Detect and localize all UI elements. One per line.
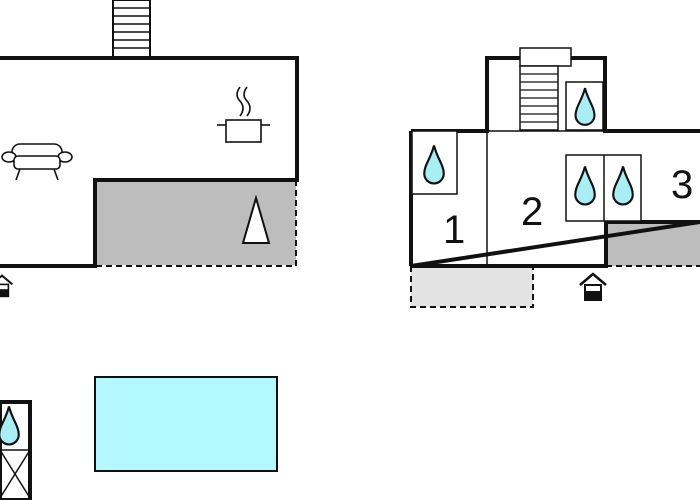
bedroom-floor-plan: 1 2 3	[409, 47, 700, 308]
stairs-icon	[519, 47, 572, 131]
sofa-icon	[1, 143, 73, 181]
fireplace-icon	[241, 194, 271, 244]
pool-and-bath-area	[0, 376, 278, 500]
room-number-2: 2	[521, 190, 543, 234]
swimming-pool	[94, 376, 278, 472]
cooking-pot-icon	[217, 86, 270, 143]
wall-outline	[0, 56, 299, 268]
room-number-1: 1	[443, 208, 465, 252]
entrance-house-icon	[0, 274, 14, 298]
terrace-light	[411, 266, 533, 307]
room-number-3: 3	[671, 163, 693, 207]
living-floor-plan	[0, 0, 299, 298]
entrance-house-icon	[578, 272, 608, 302]
terrace-area	[95, 180, 296, 265]
stairs-icon	[112, 0, 151, 58]
